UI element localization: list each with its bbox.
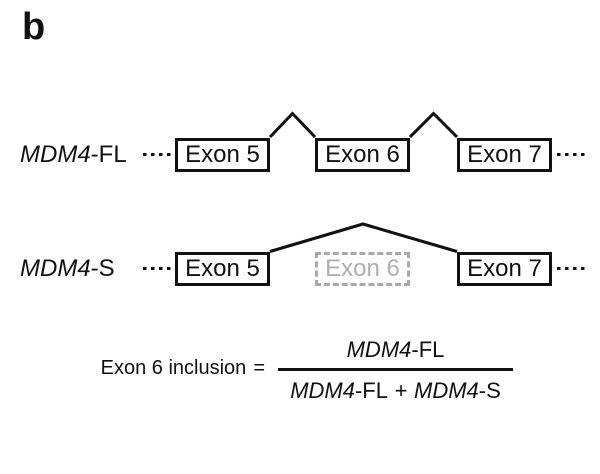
- isoform-label-mdm4-s: MDM4-S: [20, 255, 115, 283]
- exon-label: Exon 5: [185, 255, 260, 282]
- exon6-box-skipped: Exon 6: [315, 252, 410, 286]
- exon-label: Exon 6: [325, 141, 400, 168]
- exon7-box-s: Exon 7: [457, 252, 552, 286]
- equation-fraction: MDM4-FL MDM4-FL+MDM4-S: [278, 337, 513, 403]
- fraction-numerator: MDM4-FL: [278, 337, 513, 363]
- exon5-box-s: Exon 5: [175, 252, 270, 286]
- exon-label: Exon 7: [467, 255, 542, 282]
- gene-name-italic: MDM4: [414, 378, 479, 403]
- exon5-box-fl: Exon 5: [175, 138, 270, 172]
- gene-name-italic: MDM4: [346, 337, 412, 362]
- plus-sign: +: [394, 378, 408, 403]
- exon6-box-fl: Exon 6: [315, 138, 410, 172]
- equals-sign: =: [253, 357, 265, 379]
- fraction-denominator: MDM4-FL+MDM4-S: [278, 379, 513, 403]
- intron-dotted-line: [143, 267, 173, 270]
- intron-dotted-line: [557, 267, 587, 270]
- isoform-suffix: -FL: [411, 337, 445, 362]
- panel-label: b: [22, 6, 46, 48]
- exon-label: Exon 5: [185, 141, 260, 168]
- fraction-bar: [278, 368, 513, 371]
- isoform-suffix: -FL: [90, 141, 127, 168]
- exon-label: Exon 7: [467, 141, 542, 168]
- exon-skip-line: [269, 222, 458, 253]
- isoform-label-mdm4-fl: MDM4-FL: [20, 141, 127, 169]
- gene-name-italic: MDM4: [20, 255, 91, 282]
- gene-name-italic: MDM4: [20, 141, 91, 168]
- gene-name-italic: MDM4: [290, 378, 355, 403]
- exon-label-skipped: Exon 6: [325, 255, 400, 282]
- isoform-suffix: -S: [90, 255, 115, 282]
- equation-left-side: Exon 6 inclusion =: [101, 356, 265, 380]
- intron-dotted-line: [143, 153, 173, 156]
- splice-junction-line-exon5-exon6: [268, 111, 317, 139]
- isoform-suffix: -S: [478, 378, 501, 403]
- intron-dotted-line: [557, 153, 587, 156]
- splice-junction-line-exon6-exon7: [408, 111, 459, 139]
- isoform-suffix: -FL: [354, 378, 388, 403]
- equation-lhs-text: Exon 6 inclusion: [100, 357, 247, 379]
- exon7-box-fl: Exon 7: [457, 138, 552, 172]
